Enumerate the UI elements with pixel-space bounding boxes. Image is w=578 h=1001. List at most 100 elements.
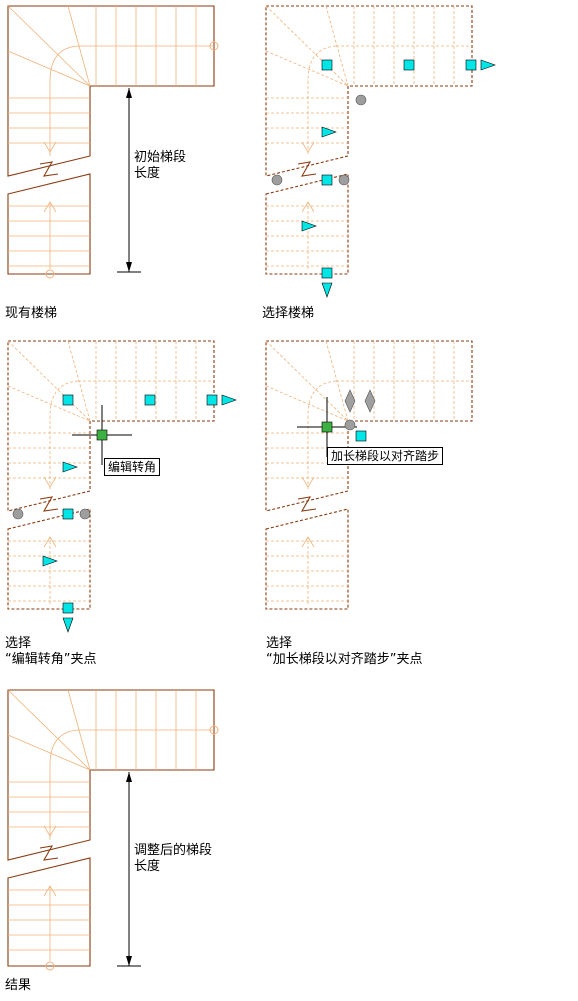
grip-square-icon [321, 174, 333, 186]
grip-square-icon [206, 394, 218, 406]
stair-upper-outline [265, 5, 473, 177]
walkline-curve [49, 729, 79, 766]
break-symbol-icon [297, 161, 317, 177]
winder-line [325, 5, 349, 87]
winder-line [7, 50, 91, 87]
endpoint-circle [209, 725, 219, 735]
break-symbol-icon [39, 845, 59, 861]
grip-arrow-icon [321, 282, 333, 298]
stair-upper-outline [7, 340, 215, 512]
winder-line [265, 5, 349, 87]
winder-line [7, 5, 91, 87]
grip-square-icon [96, 429, 108, 441]
grip-circle-icon [79, 508, 91, 520]
walkline-arrow-icon [43, 885, 57, 897]
winder-line [7, 340, 91, 422]
walkline-arrow-icon [43, 825, 57, 837]
stair-lower-outline [265, 173, 349, 275]
winder-line [265, 50, 349, 87]
walkline-arrow-icon [301, 536, 315, 548]
break-symbol-icon [297, 496, 317, 512]
winder-line [265, 385, 349, 422]
walkline-arrow-icon [301, 201, 315, 213]
dimension-arrow-icon [126, 262, 132, 272]
panel-selected-stair [265, 5, 496, 298]
tooltip-edit-corner: 编辑转角 [104, 458, 161, 476]
grip-arrow-icon [301, 220, 317, 232]
tooltip-lengthen-flight: 加长梯段以对齐踏步 [327, 447, 444, 465]
break-symbol-icon [39, 496, 59, 512]
stair-lower-outline [7, 173, 91, 275]
walkline-curve [49, 380, 79, 417]
grip-arrow-icon [480, 59, 496, 71]
stair-upper-outline [7, 689, 215, 861]
dimension-label-adjusted-line1: 调整后的梯段 [134, 843, 213, 858]
endpoint-circle [45, 269, 55, 279]
walkline-arrow-icon [43, 201, 57, 213]
walkline-curve [49, 45, 79, 82]
stair-upper-outline [265, 340, 473, 512]
stair-lower-outline [7, 508, 91, 610]
panel-result [7, 689, 219, 971]
dimension-label-initial-line2: 长度 [134, 166, 161, 181]
grip-circle-icon [355, 94, 367, 106]
grip-diamond-icon [344, 389, 356, 413]
panel-edit-corner [7, 340, 237, 633]
grip-arrow-icon [62, 617, 74, 633]
grip-arrow-icon [62, 461, 78, 473]
dimension-arrow-icon [126, 956, 132, 966]
grip-square-icon [62, 394, 74, 406]
dimension-arrow-icon [126, 88, 132, 98]
winder-line [67, 689, 91, 771]
endpoint-circle [209, 41, 219, 51]
dimension-arrow-icon [126, 772, 132, 782]
grip-arrow-icon [42, 555, 58, 567]
winder-line [7, 385, 91, 422]
caption-edit-corner-line2: “编辑转角”夹点 [5, 652, 97, 667]
walkline-arrow-icon [43, 141, 57, 153]
stair-lower-outline [7, 857, 91, 967]
winder-line [7, 734, 91, 771]
break-symbol-icon [39, 161, 59, 177]
dimension-label-initial-line1: 初始梯段 [134, 150, 187, 165]
grip-square-icon [355, 430, 367, 442]
grip-circle-icon [338, 174, 350, 186]
dimension-label-adjusted-line2: 长度 [134, 859, 161, 874]
winder-line [67, 340, 91, 422]
grip-square-icon [144, 394, 156, 406]
caption-selected-stair: 选择楼梯 [262, 306, 315, 321]
winder-line [7, 689, 91, 771]
grip-square-icon [62, 602, 74, 614]
caption-lengthen-line1: 选择 [266, 636, 293, 651]
grip-circle-icon [271, 174, 283, 186]
grip-square-icon [465, 59, 477, 71]
grip-square-icon [321, 59, 333, 71]
caption-lengthen-line2: “加长梯段以对齐踏步”夹点 [266, 652, 423, 667]
winder-line [265, 340, 349, 422]
grip-arrow-icon [221, 394, 237, 406]
panel-existing-stair [7, 5, 219, 279]
caption-edit-corner-line1: 选择 [5, 636, 32, 651]
grip-circle-icon [12, 508, 24, 520]
stair-lower-outline [265, 508, 349, 610]
grip-square-icon [62, 508, 74, 520]
grip-square-icon [321, 267, 333, 279]
grip-square-icon [403, 59, 415, 71]
walkline-arrow-icon [43, 536, 57, 548]
walkline-arrow-icon [301, 141, 315, 153]
panel-lengthen-flight [265, 340, 473, 610]
caption-existing-stair: 现有楼梯 [5, 306, 58, 321]
caption-result: 结果 [5, 978, 32, 993]
walkline-curve [307, 380, 337, 417]
winder-line [67, 5, 91, 87]
walkline-arrow-icon [301, 476, 315, 488]
grip-arrow-icon [321, 126, 337, 138]
walkline-arrow-icon [43, 476, 57, 488]
grip-diamond-icon [364, 389, 376, 413]
grip-circle-icon [344, 419, 356, 431]
grip-square-icon [321, 421, 333, 433]
walkline-curve [307, 45, 337, 82]
winder-line [325, 340, 349, 422]
